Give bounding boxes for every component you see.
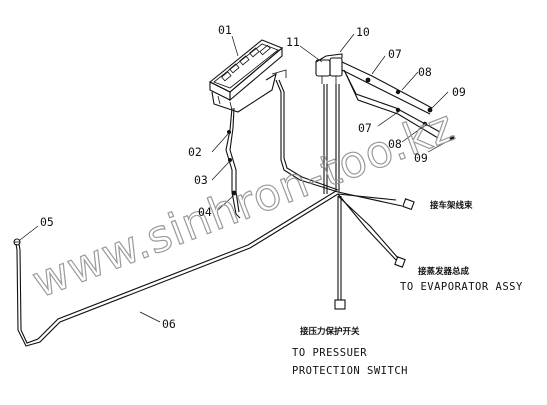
label-11: 11 xyxy=(286,35,300,49)
leader-lines xyxy=(19,33,451,323)
label-06: 06 xyxy=(162,317,176,331)
panel-to-junction-wire xyxy=(275,79,339,193)
callout-pressure-en-2: PROTECTION SWITCH xyxy=(292,365,408,377)
junction-branches xyxy=(334,191,415,310)
control-panel xyxy=(208,39,287,113)
callout-evaporator-en: TO EVAPORATOR ASSY xyxy=(400,281,523,293)
part-labels: 01 02 03 04 05 06 07 07 08 08 09 09 10 1… xyxy=(40,23,466,331)
label-05: 05 xyxy=(40,215,54,229)
callouts: 接车架线束 接蒸发器总成 TO EVAPORATOR ASSY 接压力保护开关 … xyxy=(292,200,523,377)
panel-harness xyxy=(225,107,241,219)
label-07-lower: 07 xyxy=(358,121,372,135)
label-01: 01 xyxy=(218,23,232,37)
callout-pressure-en-1: TO PRESSUER xyxy=(292,347,367,359)
label-02: 02 xyxy=(188,145,202,159)
long-wire-06 xyxy=(13,190,339,347)
right-harness xyxy=(341,61,455,141)
callout-evaporator-cn: 接蒸发器总成 xyxy=(418,266,470,277)
callout-pressure-cn: 接压力保护开关 xyxy=(300,326,360,337)
label-07-upper: 07 xyxy=(388,47,402,61)
pressure-switch-assembly xyxy=(315,53,343,194)
label-08-lower: 08 xyxy=(388,137,402,151)
callout-frame-harness-cn: 接车架线束 xyxy=(430,200,473,211)
label-09-lower: 09 xyxy=(414,151,428,165)
label-04: 04 xyxy=(198,205,212,219)
label-08-upper: 08 xyxy=(418,65,432,79)
label-09-upper: 09 xyxy=(452,85,466,99)
label-10: 10 xyxy=(356,25,370,39)
label-03: 03 xyxy=(194,173,208,187)
